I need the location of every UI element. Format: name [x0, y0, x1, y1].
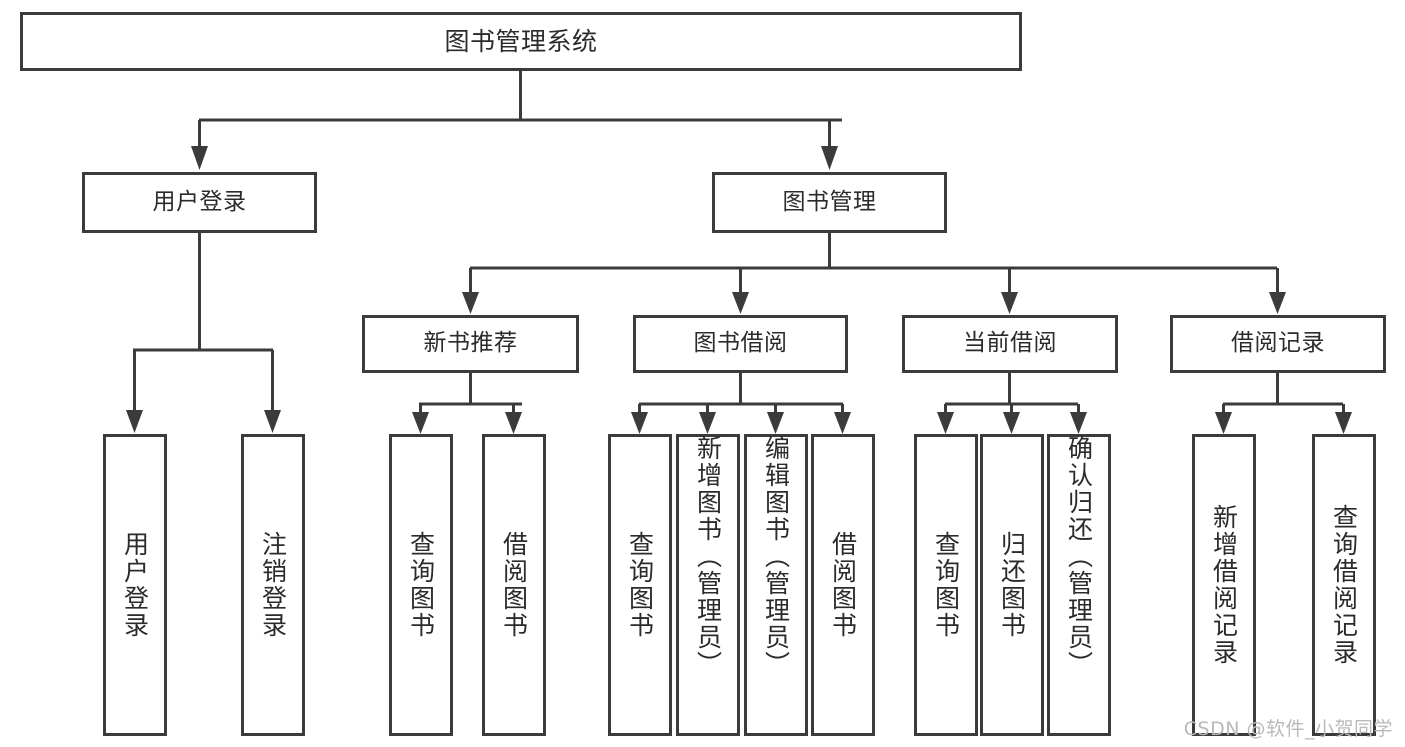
arrow-head-leaf-borrow-book-2: [834, 412, 851, 434]
arrow-head-leaf-user-login: [126, 410, 143, 433]
node-box-leaf-query-book-2[interactable]: [608, 434, 672, 736]
arrow-head-leaf-add-record: [1215, 412, 1232, 434]
node-box-leaf-borrow-book-1[interactable]: [482, 434, 546, 736]
node-box-leaf-add-book[interactable]: [676, 434, 740, 736]
node-box-leaf-user-logout[interactable]: [241, 434, 305, 736]
node-box-leaf-add-record[interactable]: [1192, 434, 1256, 736]
arrow-head-leaf-query-book-3: [937, 412, 954, 434]
arrow-head-borrow-record: [1269, 292, 1286, 314]
connector-group-current-borrow: [937, 372, 1087, 434]
node-box-leaf-query-record[interactable]: [1312, 434, 1376, 736]
arrow-head-leaf-query-book-2: [631, 412, 648, 434]
node-box-leaf-user-login[interactable]: [103, 434, 167, 736]
node-box-leaf-borrow-book-2[interactable]: [811, 434, 875, 736]
node-box-borrow-record[interactable]: [1170, 315, 1386, 373]
node-box-leaf-query-book-1[interactable]: [389, 434, 453, 736]
arrow-head-user-login: [191, 146, 208, 170]
arrow-head-leaf-add-book: [699, 412, 716, 434]
arrow-head-leaf-edit-book: [767, 412, 784, 434]
connector-group-borrow-record: [1215, 372, 1352, 434]
arrow-head-leaf-query-book-1: [412, 412, 429, 434]
arrow-head-book-borrow: [732, 292, 749, 314]
arrow-head-leaf-return-book: [1003, 412, 1020, 434]
arrow-head-leaf-borrow-book-1: [505, 412, 522, 434]
connector-group-user-login: [126, 232, 281, 433]
node-box-leaf-confirm-return[interactable]: [1047, 434, 1111, 736]
arrow-head-current-borrow: [1001, 292, 1018, 314]
node-box-current-borrow[interactable]: [902, 315, 1118, 373]
connector-group-book-borrow: [631, 372, 851, 434]
node-box-user-login[interactable]: [82, 172, 317, 233]
csdn-watermark: CSDN @软件_小贺同学: [1183, 718, 1393, 740]
arrow-head-leaf-query-record: [1335, 412, 1352, 434]
node-box-root[interactable]: [20, 12, 1022, 71]
node-box-leaf-edit-book[interactable]: [744, 434, 808, 736]
arrow-head-book-manage: [821, 146, 838, 170]
node-box-book-borrow[interactable]: [633, 315, 848, 373]
node-box-leaf-return-book[interactable]: [980, 434, 1044, 736]
arrow-head-leaf-user-logout: [264, 410, 281, 433]
node-box-book-manage[interactable]: [712, 172, 947, 233]
node-box-new-book-rec[interactable]: [362, 315, 579, 373]
connector-group-root: [191, 70, 842, 170]
connector-group-new-book-rec: [412, 372, 522, 434]
arrow-head-leaf-confirm-return: [1070, 412, 1087, 434]
connector-group-book-manage: [462, 232, 1286, 314]
arrow-head-new-book-rec: [462, 292, 479, 314]
node-box-leaf-query-book-3[interactable]: [914, 434, 978, 736]
